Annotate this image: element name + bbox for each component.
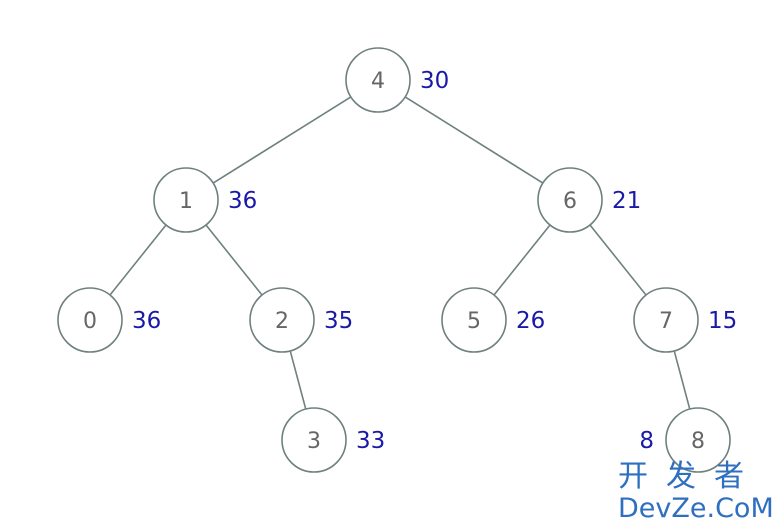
tree-node: 88	[639, 407, 731, 473]
tree-node: 5 26	[441, 287, 545, 353]
edge-1-2	[205, 224, 263, 296]
node-circle	[57, 287, 123, 353]
node-value: 33	[356, 428, 385, 454]
node-label: 0	[83, 309, 97, 334]
node-value: 8	[639, 428, 654, 454]
edge-4-6	[404, 96, 544, 184]
edge-2-3	[289, 350, 307, 410]
watermark: 开发者 DevZe.CoM	[618, 460, 774, 524]
node-circle	[249, 287, 315, 353]
node-circle	[441, 287, 507, 353]
edge-7-8	[673, 350, 691, 410]
node-circle	[345, 47, 411, 113]
watermark-chinese: 开发者	[618, 459, 762, 494]
node-label: 3	[307, 429, 321, 454]
node-circle	[537, 167, 603, 233]
tree-node: 4 30	[345, 47, 449, 113]
tree-node: 1 36	[153, 167, 257, 233]
node-value: 36	[132, 308, 161, 334]
node-value: 35	[324, 308, 353, 334]
edge-6-7	[589, 224, 647, 296]
node-value: 26	[516, 308, 545, 334]
node-circle	[153, 167, 219, 233]
node-label: 7	[659, 309, 673, 334]
node-label: 1	[179, 189, 193, 214]
edge-4-1	[212, 96, 352, 184]
node-value: 36	[228, 188, 257, 214]
watermark-english: DevZe.CoM	[618, 493, 774, 524]
node-label: 2	[275, 309, 289, 334]
node-circle	[665, 407, 731, 473]
tree-node: 0 36	[57, 287, 161, 353]
node-label: 4	[371, 69, 385, 94]
tree-node: 7 15	[633, 287, 737, 353]
tree-node: 2 35	[249, 287, 353, 353]
node-value: 15	[708, 308, 737, 334]
node-circle	[633, 287, 699, 353]
node-circle	[281, 407, 347, 473]
node-label: 6	[563, 189, 577, 214]
tree-node: 6 21	[537, 167, 641, 233]
node-label: 8	[691, 429, 705, 454]
node-label: 5	[467, 309, 481, 334]
edge-1-0	[109, 224, 167, 296]
node-value: 21	[612, 188, 641, 214]
node-value: 30	[420, 68, 449, 94]
edge-6-5	[493, 224, 551, 296]
